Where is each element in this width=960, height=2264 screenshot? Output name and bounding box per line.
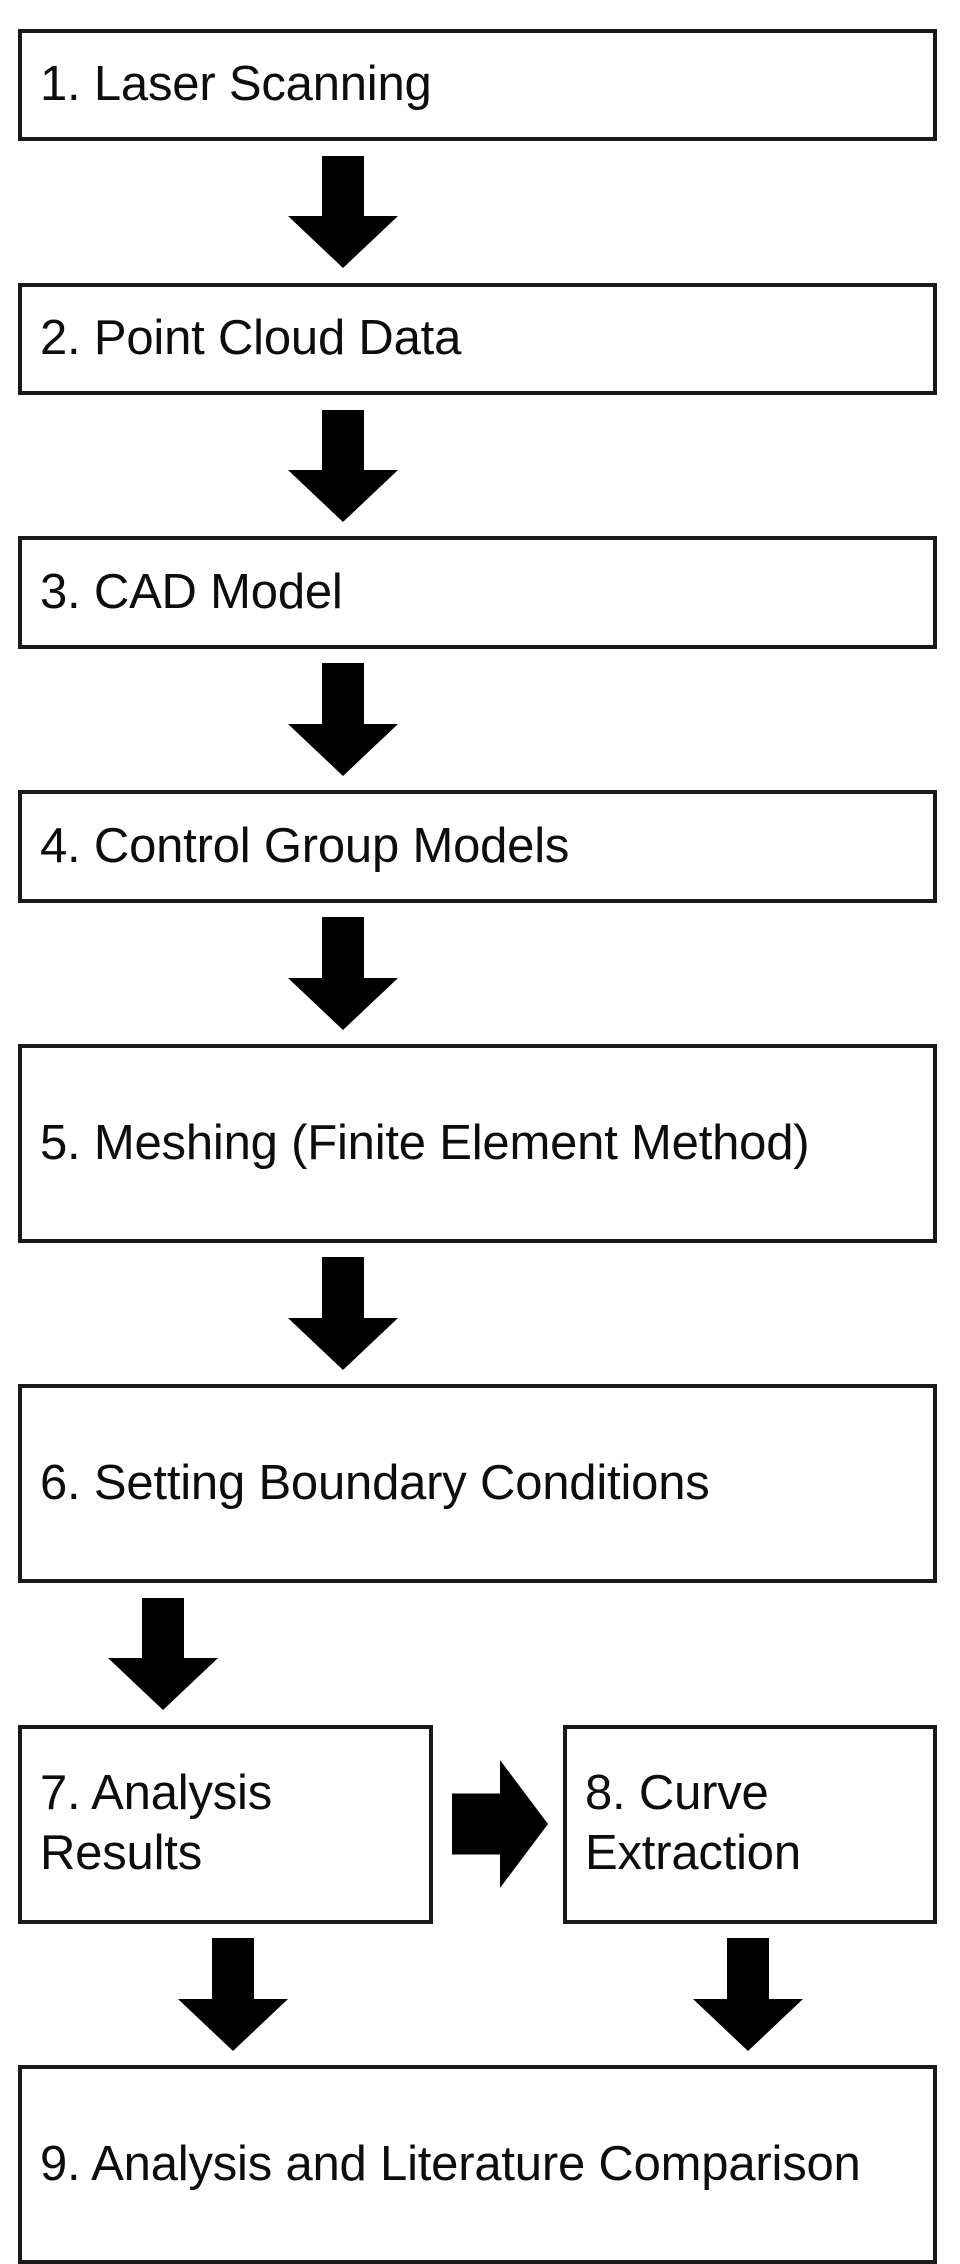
flowchart-node-3[interactable]: 3. CAD Model (18, 536, 937, 649)
flowchart-node-6-label: 6. Setting Boundary Conditions (40, 1455, 710, 1510)
arrow-node3-to-node4 (288, 663, 398, 776)
arrow-shaft (322, 917, 364, 979)
flowchart-node-4[interactable]: 4. Control Group Models (18, 790, 937, 903)
arrow-node7-to-node8 (452, 1759, 548, 1889)
arrow-shaft (452, 1793, 500, 1855)
arrow-head (288, 470, 398, 522)
arrow-shaft (142, 1597, 184, 1660)
arrow-node4-to-node5 (288, 917, 398, 1030)
arrow-node6-to-node7 (108, 1597, 218, 1711)
flowchart-node-3-label: 3. CAD Model (40, 564, 343, 619)
arrow-head (178, 1998, 288, 2051)
arrow-head (288, 723, 398, 776)
flowchart-node-7-label: 7. Analysis Results (40, 1766, 273, 1881)
arrow-shaft (212, 1938, 254, 2000)
arrow-head (288, 977, 398, 1030)
arrow-head (288, 1317, 398, 1370)
arrow-head (108, 1658, 218, 1711)
arrow-node1-to-node2 (288, 155, 398, 269)
flowchart-node-9-label: 9. Analysis and Literature Comparison (40, 2136, 861, 2191)
arrow-shaft (322, 155, 364, 218)
arrow-node2-to-node3 (288, 409, 398, 522)
flowchart-node-7[interactable]: 7. Analysis Results (18, 1724, 433, 1924)
flowchart-node-9[interactable]: 9. Analysis and Literature Comparison (18, 2064, 937, 2264)
flowchart-node-2-label: 2. Point Cloud Data (40, 310, 462, 365)
arrow-shaft (322, 663, 364, 725)
arrow-head (288, 216, 398, 269)
flowchart-node-1[interactable]: 1. Laser Scanning (18, 28, 937, 142)
arrow-shaft (322, 409, 364, 471)
arrow-node5-to-node6 (288, 1257, 398, 1370)
flowchart-node-1-label: 1. Laser Scanning (40, 57, 432, 112)
flowchart-node-6[interactable]: 6. Setting Boundary Conditions (18, 1384, 937, 1584)
arrow-head (500, 1760, 548, 1889)
flowchart-node-5[interactable]: 5. Meshing (Finite Element Method) (18, 1044, 937, 1244)
arrow-node8-to-node9 (693, 1938, 803, 2051)
arrow-shaft (727, 1938, 769, 2000)
arrow-head (693, 1998, 803, 2051)
flowchart-node-5-label: 5. Meshing (Finite Element Method) (40, 1115, 810, 1170)
flowchart-node-2[interactable]: 2. Point Cloud Data (18, 282, 937, 396)
flowchart-node-4-label: 4. Control Group Models (40, 818, 570, 873)
arrow-node7-to-node9 (178, 1938, 288, 2051)
arrow-shaft (322, 1257, 364, 1319)
flowchart-node-8[interactable]: 8. Curve Extraction (563, 1724, 937, 1924)
flowchart-node-8-label: 8. Curve Extraction (585, 1766, 801, 1881)
